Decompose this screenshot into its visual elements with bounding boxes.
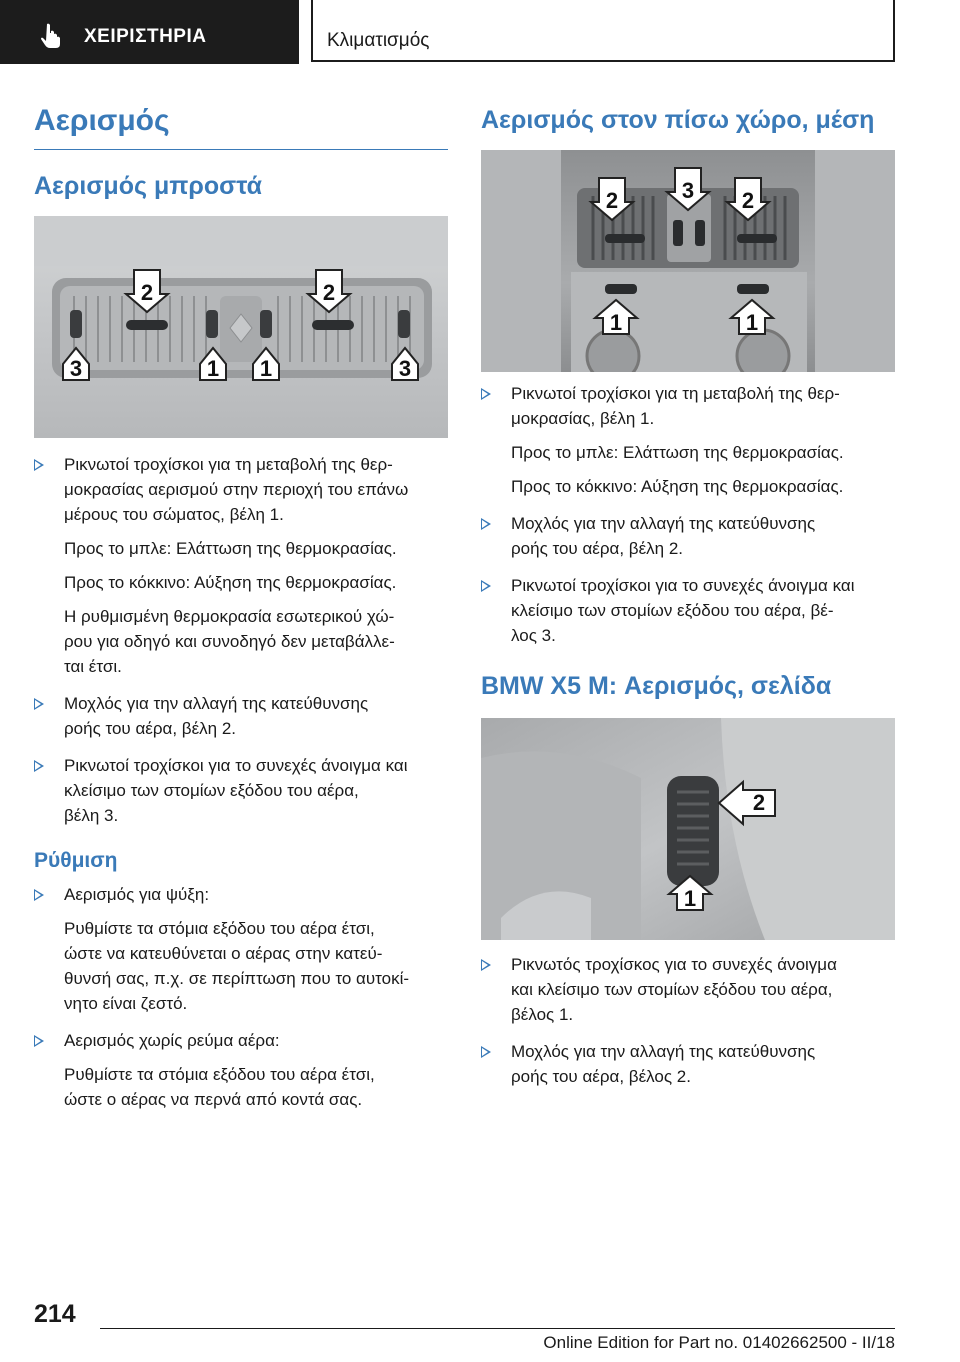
bullet-triangle-icon: [34, 459, 44, 471]
list-item: Μοχλός για την αλλαγή της κατεύθυνσης ρο…: [481, 1039, 901, 1089]
item-subtext: Ρυθμίστε τα στόμια εξόδου του αέρα έτσι,…: [64, 919, 410, 1013]
settings-heading: Ρύθμιση: [34, 849, 118, 872]
item-text: Αερισμός χωρίς ρεύμα αέρα:: [64, 1031, 280, 1050]
item-text: λος 3.: [511, 626, 556, 645]
list-item: Αερισμός για ψύξη: Ρυθμίστε τα στόμια εξ…: [34, 882, 454, 1016]
list-item: Μοχλός για την αλλαγή της κατεύθυνσης ρο…: [481, 511, 901, 561]
callout-label: 2: [323, 280, 335, 305]
bullet-triangle-icon: [481, 518, 491, 530]
side-vent-photo: 2 1: [481, 718, 895, 940]
callout-arrow: [588, 177, 636, 222]
item-text: ροής του αέρα, βέλη 2.: [64, 719, 237, 738]
item-text: μοκρασίας αερισμού στην περιοχή του επάν…: [64, 480, 409, 499]
bullet-triangle-icon: [34, 760, 44, 772]
callout-arrow: [391, 346, 419, 381]
item-text: Ρικνωτοί τροχίσκοι για τη μεταβολή της θ…: [64, 455, 393, 474]
item-text: Μοχλός για την αλλαγή της κατεύθυνσης: [511, 514, 816, 533]
item-text: και κλείσιμο των στομίων εξόδου του αέρα…: [511, 980, 833, 999]
callout-label: 2: [141, 280, 153, 305]
item-text: ροής του αέρα, βέλη 2.: [511, 539, 684, 558]
callout-label: 1: [746, 310, 758, 335]
item-subtext: Προς το κόκκινο: Αύξηση της θερμοκρασίας…: [64, 573, 397, 592]
item-text: Ρικνωτοί τροχίσκοι για το συνεχές άνοιγμ…: [64, 756, 408, 775]
item-text: Ρικνωτοί τροχίσκοι για το συνεχές άνοιγμ…: [511, 576, 855, 595]
chapter-label: Κλιματισμός: [327, 30, 430, 51]
front-items-list: Ρικνωτοί τροχίσκοι για τη μεταβολή της θ…: [34, 452, 454, 828]
callout-label: 3: [70, 356, 82, 381]
callout-arrow: [592, 298, 640, 335]
bullet-triangle-icon: [481, 580, 491, 592]
item-text: κλείσιμο των στομίων εξόδου του αέρα,: [64, 781, 359, 800]
callout-arrow: [717, 779, 776, 827]
item-subtext: Προς το μπλε: Ελάττωση της θερμοκρασίας.: [511, 443, 844, 462]
callout-label: 1: [207, 356, 219, 381]
hand-pointer-icon: [41, 23, 60, 48]
callout-arrow: [728, 298, 776, 335]
callout-arrow: [666, 874, 714, 911]
callout-arrow: [62, 346, 90, 381]
item-text: Μοχλός για την αλλαγή της κατεύθυνσης: [64, 694, 369, 713]
bullet-triangle-icon: [34, 889, 44, 901]
item-text: Μοχλός για την αλλαγή της κατεύθυνσης: [511, 1042, 816, 1061]
side-items-list: Ρικνωτός τροχίσκος για το συνεχές άνοιγμ…: [481, 952, 901, 1089]
rear-ventilation-heading: Αερισμός στον πίσω χώρο, μέση: [481, 106, 875, 134]
header-manual-tab[interactable]: ΧΕΙΡΙΣΤΗΡΙΑ: [0, 0, 299, 64]
page-number: 214: [34, 1300, 76, 1328]
bullet-triangle-icon: [481, 1046, 491, 1058]
callout-arrow: [664, 167, 712, 212]
callout-arrow: [305, 269, 353, 314]
item-text: Αερισμός για ψύξη:: [64, 885, 210, 904]
rear-vents-photo: 2 3 2 1 1: [481, 150, 895, 372]
item-text: μέρους του σώματος, βέλη 1.: [64, 505, 284, 524]
title-divider: [34, 149, 448, 150]
list-item: Ρικνωτοί τροχίσκοι για το συνεχές άνοιγμ…: [34, 753, 454, 828]
bullet-triangle-icon: [481, 959, 491, 971]
item-text: βέλος 1.: [511, 1005, 574, 1024]
front-vents-photo: 2 2 3 1 1 3: [34, 216, 448, 438]
list-item: Αερισμός χωρίς ρεύμα αέρα: Ρυθμίστε τα σ…: [34, 1028, 454, 1112]
list-item: Ρικνωτοί τροχίσκοι για το συνεχές άνοιγμ…: [481, 573, 901, 648]
list-item: Μοχλός για την αλλαγή της κατεύθυνσης ρο…: [34, 691, 454, 741]
callout-label: 2: [742, 188, 754, 213]
item-text: κλείσιμο των στομίων εξόδου του αέρα, βέ…: [511, 601, 834, 620]
footer-divider: [100, 1328, 895, 1329]
item-text: βέλη 3.: [64, 806, 119, 825]
callout-arrow: [724, 177, 772, 222]
callout-label: 1: [260, 356, 272, 381]
callout-label: 1: [610, 310, 622, 335]
item-text: μοκρασίας, βέλη 1.: [511, 409, 655, 428]
item-text: Ρικνωτοί τροχίσκοι για τη μεταβολή της θ…: [511, 384, 840, 403]
x5m-side-ventilation-heading: BMW X5 M: Αερισμός, σελίδα: [481, 672, 832, 700]
item-subtext: Η ρυθμισμένη θερμοκρασία εσωτερικού χώ- …: [64, 607, 395, 676]
rear-items-list: Ρικνωτοί τροχίσκοι για τη μεταβολή της θ…: [481, 381, 901, 648]
item-subtext: Προς το μπλε: Ελάττωση της θερμοκρασίας.: [64, 539, 397, 558]
item-text: ροής του αέρα, βέλος 2.: [511, 1067, 691, 1086]
edition-footer: Online Edition for Part no. 01402662500 …: [543, 1333, 895, 1352]
settings-items-list: Αερισμός για ψύξη: Ρυθμίστε τα στόμια εξ…: [34, 882, 454, 1112]
bullet-triangle-icon: [481, 388, 491, 400]
page-title: Αερισμός: [34, 104, 170, 137]
header-chapter-tab[interactable]: [311, 0, 895, 62]
manual-section-label: ΧΕΙΡΙΣΤΗΡΙΑ: [84, 26, 207, 47]
list-item: Ρικνωτοί τροχίσκοι για τη μεταβολή της θ…: [34, 452, 454, 679]
bullet-triangle-icon: [34, 698, 44, 710]
item-subtext: Ρυθμίστε τα στόμια εξόδου του αέρα έτσι,…: [64, 1065, 375, 1109]
callout-label: 1: [684, 886, 696, 911]
callout-label: 2: [753, 790, 765, 815]
bullet-triangle-icon: [34, 1035, 44, 1047]
front-ventilation-heading: Αερισμός μπροστά: [34, 172, 263, 200]
callout-arrow: [199, 346, 227, 381]
callout-arrow: [123, 269, 171, 314]
item-text: Ρικνωτός τροχίσκος για το συνεχές άνοιγμ…: [511, 955, 837, 974]
list-item: Ρικνωτός τροχίσκος για το συνεχές άνοιγμ…: [481, 952, 901, 1027]
callout-label: 3: [399, 356, 411, 381]
callout-label: 2: [606, 188, 618, 213]
callout-arrow: [252, 346, 280, 381]
list-item: Ρικνωτοί τροχίσκοι για τη μεταβολή της θ…: [481, 381, 901, 499]
item-subtext: Προς το κόκκινο: Αύξηση της θερμοκρασίας…: [511, 477, 844, 496]
callout-label: 3: [682, 178, 694, 203]
